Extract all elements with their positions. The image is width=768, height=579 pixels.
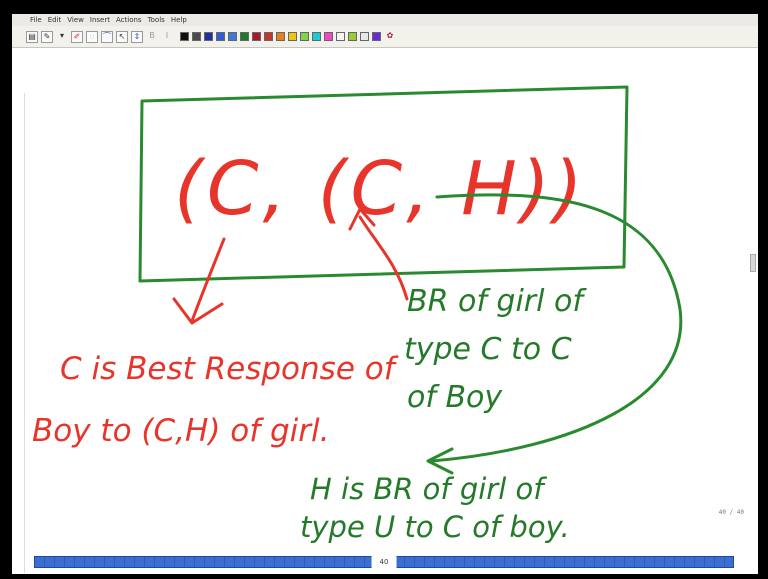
- green-note1-line2: type C to C: [404, 332, 572, 367]
- ink-layer: (C, (C, H)) C is Best Response of Boy to…: [32, 85, 683, 544]
- color-swatch-5[interactable]: [240, 32, 249, 41]
- red-note-line2: Boy to (C,H) of girl.: [32, 413, 330, 449]
- color-swatch-4[interactable]: [228, 32, 237, 41]
- color-swatch-16[interactable]: [372, 32, 381, 41]
- green-note2-line1: H is BR of girl of: [310, 472, 547, 506]
- color-swatch-10[interactable]: [300, 32, 309, 41]
- color-swatch-7[interactable]: [264, 32, 273, 41]
- eraser-icon[interactable]: ◌: [86, 30, 98, 43]
- color-swatch-1[interactable]: [192, 32, 201, 41]
- menu-insert[interactable]: Insert: [89, 16, 110, 24]
- menu-tools[interactable]: Tools: [147, 16, 165, 24]
- green-note2-line2: type U to C of boy.: [300, 510, 570, 544]
- color-swatch-6[interactable]: [252, 32, 261, 41]
- journal-window: File Edit View Insert Actions Tools Help…: [12, 14, 758, 574]
- red-arrow-down: [190, 237, 226, 323]
- page-navigation-bar[interactable]: 40: [34, 556, 734, 568]
- color-swatch-9[interactable]: [288, 32, 297, 41]
- menu-view[interactable]: View: [67, 16, 84, 24]
- red-arrowhead-up: [348, 207, 376, 231]
- pen-dropdown-icon[interactable]: ▾: [59, 30, 64, 40]
- insert-space-icon[interactable]: ⇕: [131, 30, 143, 43]
- red-arrow-to-inner-c: [358, 215, 409, 301]
- green-note1-line3: of Boy: [407, 380, 503, 415]
- color-swatch-13[interactable]: [336, 32, 345, 41]
- red-note-line1: C is Best Response of: [60, 351, 399, 387]
- color-swatch-15[interactable]: [360, 32, 369, 41]
- color-swatch-0[interactable]: [180, 32, 189, 41]
- color-swatch-12[interactable]: [324, 32, 333, 41]
- page-number: 40: [371, 556, 397, 568]
- red-arrowhead-down: [172, 297, 224, 325]
- bold-icon[interactable]: B: [149, 30, 155, 40]
- menu-file[interactable]: File: [30, 16, 42, 24]
- lasso-icon[interactable]: ⌒: [101, 30, 113, 43]
- highlighter-icon[interactable]: ✐: [71, 30, 83, 43]
- color-palette: [180, 32, 381, 41]
- green-curve-arrow: [430, 193, 683, 463]
- toolbar: ▤ ✎ ▾ ✐ ◌ ⌒ ↖ ⇕ B I ✿: [12, 26, 758, 48]
- drawing-canvas[interactable]: (C, (C, H)) C is Best Response of Boy to…: [12, 49, 758, 573]
- color-swatch-14[interactable]: [348, 32, 357, 41]
- italic-icon[interactable]: I: [165, 30, 169, 40]
- color-swatch-3[interactable]: [216, 32, 225, 41]
- color-swatch-8[interactable]: [276, 32, 285, 41]
- green-arrowhead: [426, 447, 454, 475]
- color-picker-icon[interactable]: ✿: [386, 30, 394, 40]
- green-box: [138, 85, 629, 283]
- pen-tool-icon[interactable]: ✎: [41, 30, 53, 43]
- menu-edit[interactable]: Edit: [47, 16, 62, 24]
- color-swatch-2[interactable]: [204, 32, 213, 41]
- left-margin-line: [24, 93, 25, 573]
- vertical-scroll-handle[interactable]: [750, 254, 756, 272]
- tuple-text: (C, (C, H)): [174, 146, 587, 232]
- menu-actions[interactable]: Actions: [115, 16, 142, 24]
- color-swatch-11[interactable]: [312, 32, 321, 41]
- select-icon[interactable]: ↖: [116, 30, 128, 43]
- page-corner-label: 40 / 40: [718, 509, 744, 516]
- page-width-icon[interactable]: ▤: [26, 30, 38, 43]
- menu-bar: File Edit View Insert Actions Tools Help: [12, 14, 758, 26]
- green-note1-line1: BR of girl of: [407, 284, 587, 319]
- menu-help[interactable]: Help: [170, 16, 187, 24]
